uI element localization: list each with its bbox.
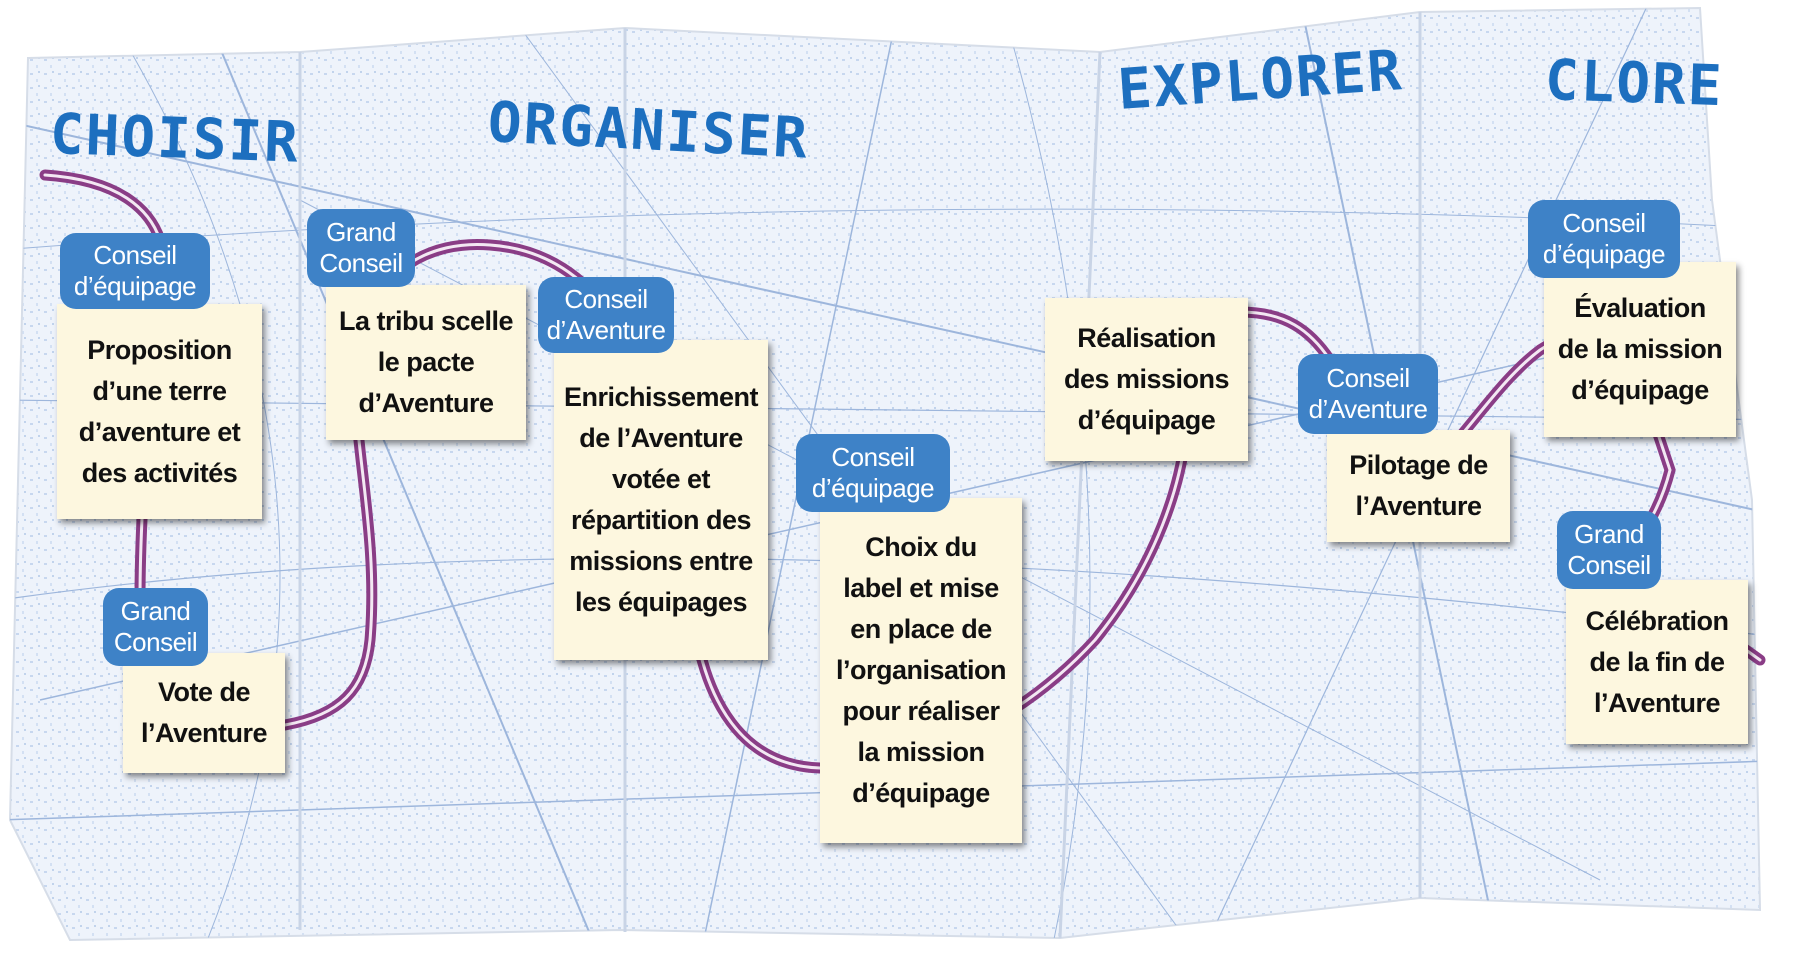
tag-conseil-aventure-1-text: Conseil d’Aventure [546, 284, 666, 345]
tag-conseil-aventure-1: Conseil d’Aventure [538, 277, 674, 353]
tag-conseil-equipage-3: Conseil d’équipage [1528, 200, 1680, 278]
step-proposition-text: Proposition d’une terre d’aventure et de… [78, 334, 241, 488]
tag-grand-conseil-2-text: Grand Conseil [319, 217, 403, 278]
step-celebration: Célébration de la fin de l’Aventure [1566, 580, 1748, 744]
step-celebration-text: Célébration de la fin de l’Aventure [1585, 605, 1729, 718]
step-vote: Vote de l’Aventure [123, 653, 285, 773]
step-pacte-text: La tribu scelle le pacte d’Aventure [338, 306, 514, 418]
tag-conseil-equipage-2-text: Conseil d’équipage [811, 442, 935, 503]
step-pacte: La tribu scelle le pacte d’Aventure [326, 285, 526, 440]
step-choix-label-text: Choix du label et mise en place de l’org… [835, 532, 1007, 808]
tag-grand-conseil-3: Grand Conseil [1557, 511, 1661, 589]
tag-conseil-equipage-1-text: Conseil d’équipage [73, 240, 197, 301]
tag-conseil-equipage-3-text: Conseil d’équipage [1542, 208, 1666, 269]
tag-conseil-equipage-2: Conseil d’équipage [796, 434, 950, 512]
step-evaluation: Évaluation de la mission d’équipage [1544, 262, 1736, 437]
tag-grand-conseil-2: Grand Conseil [307, 209, 415, 287]
tag-conseil-aventure-2: Conseil d’Aventure [1298, 354, 1438, 434]
step-vote-text: Vote de l’Aventure [140, 677, 268, 748]
step-choix-label: Choix du label et mise en place de l’org… [820, 498, 1022, 843]
step-proposition: Proposition d’une terre d’aventure et de… [57, 304, 262, 519]
step-enrichissement: Enrichissement de l’Aventure votée et ré… [554, 340, 768, 660]
step-enrichissement-text: Enrichissement de l’Aventure votée et ré… [563, 382, 759, 617]
tag-grand-conseil-1: Grand Conseil [103, 588, 208, 666]
tag-conseil-aventure-2-text: Conseil d’Aventure [1308, 363, 1428, 424]
step-realisation: Réalisation des missions d’équipage [1045, 298, 1248, 461]
step-pilotage: Pilotage de l’Aventure [1327, 430, 1510, 542]
tag-conseil-equipage-1: Conseil d’équipage [60, 233, 210, 309]
step-realisation-text: Réalisation des missions d’équipage [1063, 323, 1230, 435]
step-pilotage-text: Pilotage de l’Aventure [1349, 450, 1488, 521]
tag-grand-conseil-3-text: Grand Conseil [1567, 519, 1651, 580]
tag-grand-conseil-1-text: Grand Conseil [113, 596, 198, 657]
step-evaluation-text: Évaluation de la mission d’équipage [1557, 293, 1723, 405]
